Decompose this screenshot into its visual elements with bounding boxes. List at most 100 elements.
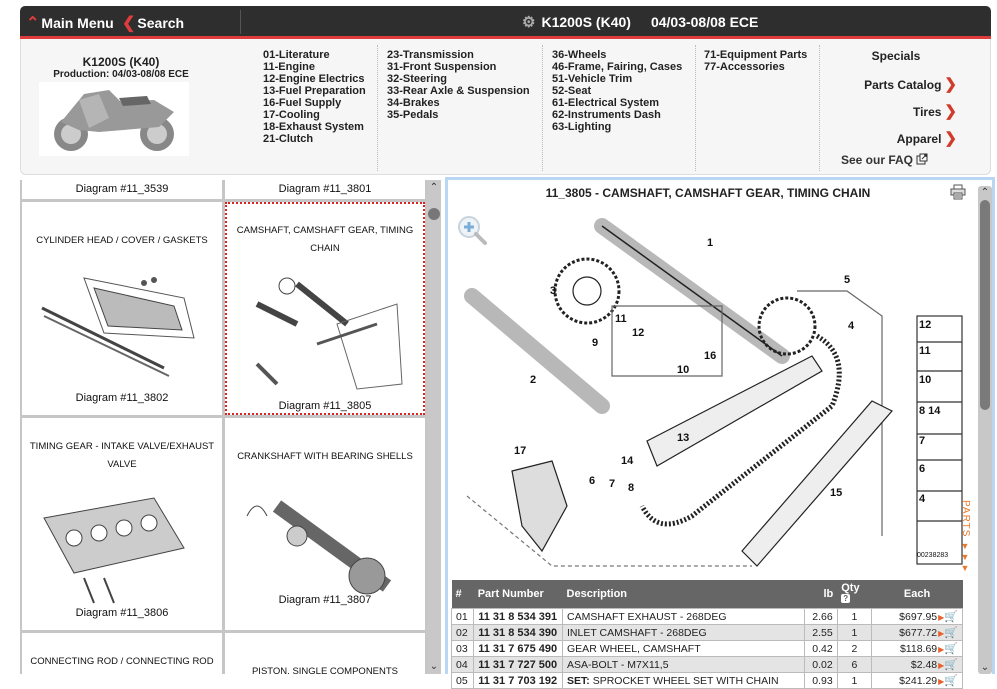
category-link[interactable]: 36-Wheels <box>552 49 607 61</box>
add-to-cart-icon[interactable]: ▶🛒 <box>938 659 958 671</box>
add-to-cart-icon[interactable]: ▶🛒 <box>938 643 958 655</box>
part-number: 11 31 8 534 390 <box>473 624 564 641</box>
category-link[interactable]: 35-Pedals <box>387 109 439 121</box>
description: INLET CAMSHAFT - 268DEG <box>562 624 806 641</box>
category-link[interactable]: 61-Electrical System <box>552 97 660 109</box>
scroll-down-icon[interactable]: ⌄ <box>980 662 990 673</box>
table-row[interactable]: 05 11 31 7 703 192 SET: SPROCKET WHEEL S… <box>450 672 963 689</box>
category-link[interactable]: 52-Seat <box>552 85 592 97</box>
table-row[interactable]: 01 11 31 8 534 391 CAMSHAFT EXHAUST - 26… <box>450 608 963 625</box>
table-row[interactable]: 02 11 31 8 534 390 INLET CAMSHAFT - 268D… <box>450 624 963 641</box>
diagram-card[interactable]: Diagram #11_3539 <box>22 180 222 199</box>
diagram-card[interactable]: Diagram #11_3801 <box>225 180 425 199</box>
callout-1: 1 <box>707 237 713 249</box>
scroll-up-icon[interactable]: ⌃ <box>429 182 439 193</box>
category-link[interactable]: 23-Transmission <box>387 49 474 61</box>
chevron-right-icon: ❯ <box>944 76 957 93</box>
weight: 0.42 <box>804 640 838 657</box>
scroll-down-icon[interactable]: ⌄ <box>429 661 439 672</box>
diagram-card-selected[interactable]: CAMSHAFT, CAMSHAFT GEAR, TIMING CHAIN Di… <box>225 202 425 415</box>
diagram-title: CRANKSHAFT WITH BEARING SHELLS <box>237 451 413 462</box>
bike-name: K1200S (K40) <box>82 55 160 69</box>
faq-link[interactable]: See our FAQ <box>841 153 928 167</box>
category-link[interactable]: 46-Frame, Fairing, Cases <box>552 61 683 73</box>
legend-num: 10 <box>919 374 931 386</box>
description: GEAR WHEEL, CAMSHAFT <box>562 640 806 657</box>
diagram-thumbnail <box>255 277 403 390</box>
model-production: 04/03-08/08 ECE <box>650 14 759 30</box>
price: $697.95▶🛒 <box>871 608 963 625</box>
diagram-id: 00238283 <box>917 552 948 559</box>
divider <box>695 45 696 171</box>
parts-tab[interactable]: PARTS ▼▼▼ <box>960 500 971 574</box>
tires-link[interactable]: Tires❯ <box>821 102 957 120</box>
divider <box>819 45 820 171</box>
specials-section: Specials Parts Catalog❯ Tires❯ Apparel❯ <box>821 49 957 147</box>
diagram-card[interactable]: CYLINDER HEAD / COVER / GASKETS Diagram … <box>22 202 222 415</box>
apparel-label: Apparel <box>896 132 942 146</box>
zoom-in-icon[interactable] <box>456 214 488 246</box>
category-link[interactable]: 21-Clutch <box>263 133 314 145</box>
category-link[interactable]: 31-Front Suspension <box>387 61 497 73</box>
category-link[interactable]: 77-Accessories <box>704 61 785 73</box>
table-row[interactable]: 04 11 31 7 727 500 ASA-BOLT - M7X11,5 0.… <box>450 656 963 673</box>
category-link[interactable]: 34-Brakes <box>387 97 440 109</box>
category-link[interactable]: 17-Cooling <box>263 109 320 121</box>
category-link[interactable]: 71-Equipment Parts <box>704 49 808 61</box>
legend-num: 8 14 <box>919 405 941 417</box>
apparel-link[interactable]: Apparel❯ <box>821 129 957 147</box>
diagram-title: CONNECTING ROD / CONNECTING ROD <box>30 656 214 667</box>
add-to-cart-icon[interactable]: ▶🛒 <box>938 627 958 639</box>
add-to-cart-icon[interactable]: ▶🛒 <box>938 611 958 623</box>
diagram-card[interactable]: TIMING GEAR - INTAKE VALVE/EXHAUST VALVE… <box>22 418 222 630</box>
category-link[interactable]: 16-Fuel Supply <box>263 97 342 109</box>
parts-catalog-link[interactable]: Parts Catalog❯ <box>821 75 957 93</box>
col-header-part-number: Part Number <box>473 580 563 609</box>
print-icon[interactable] <box>950 184 966 200</box>
scrollbar-thumb[interactable] <box>980 200 990 410</box>
category-link[interactable]: 13-Fuel Preparation <box>263 85 366 97</box>
category-link[interactable]: 51-Vehicle Trim <box>552 73 633 85</box>
parts-catalog-label: Parts Catalog <box>864 78 942 92</box>
category-link[interactable]: 33-Rear Axle & Suspension <box>387 85 530 97</box>
category-link[interactable]: 63-Lighting <box>552 121 612 133</box>
col-header-qty: Qty? <box>837 580 872 609</box>
part-number: 11 31 7 675 490 <box>473 640 564 657</box>
quantity: 1 <box>836 608 873 625</box>
search-button[interactable]: ❮ Search <box>122 13 184 33</box>
chevron-up-icon: ⌃ <box>26 15 40 32</box>
table-row[interactable]: 03 11 31 7 675 490 GEAR WHEEL, CAMSHAFT … <box>450 640 963 657</box>
price: $2.48▶🛒 <box>871 656 963 673</box>
weight: 0.93 <box>804 672 838 689</box>
scrollbar-thumb[interactable] <box>428 208 440 220</box>
part-number: 11 31 8 534 391 <box>473 608 564 625</box>
category-link[interactable]: 01-Literature <box>263 49 330 61</box>
category-column-2: 23-Transmission 31-Front Suspension 32-S… <box>387 49 530 121</box>
detail-scrollbar[interactable]: ⌃ ⌄ <box>978 186 992 674</box>
category-link[interactable]: 12-Engine Electrics <box>263 73 365 85</box>
category-link[interactable]: 18-Exhaust System <box>263 121 364 133</box>
quantity: 2 <box>836 640 873 657</box>
add-to-cart-icon[interactable]: ▶🛒 <box>938 675 958 687</box>
callout-5: 5 <box>844 274 850 286</box>
chevron-left-icon: ❮ <box>122 15 136 32</box>
category-link[interactable]: 32-Steering <box>387 73 447 85</box>
category-column-1: 01-Literature 11-Engine 12-Engine Electr… <box>263 49 366 145</box>
category-link[interactable]: 11-Engine <box>263 61 315 73</box>
divider <box>377 45 378 171</box>
table-header-row: # Part Number Description lb Qty? Each <box>451 580 963 609</box>
diagram-grid-scrollbar[interactable]: ⌃ ⌄ <box>427 180 441 674</box>
diagram-card[interactable]: CONNECTING ROD / CONNECTING ROD <box>22 633 222 674</box>
divider <box>240 10 241 34</box>
category-link[interactable]: 62-Instruments Dash <box>552 109 661 121</box>
parts-table: # Part Number Description lb Qty? Each 0… <box>450 580 963 689</box>
diagram-card[interactable]: CRANKSHAFT WITH BEARING SHELLS Diagram #… <box>225 418 425 630</box>
help-icon[interactable]: ? <box>841 594 851 603</box>
scroll-up-icon[interactable]: ⌃ <box>980 187 990 198</box>
diagram-title: CAMSHAFT, CAMSHAFT GEAR, TIMING CHAIN <box>236 225 414 254</box>
callout-3: 3 <box>550 285 556 297</box>
main-menu-button[interactable]: ⌃ Main Menu <box>26 13 114 33</box>
diagram-label: Diagram #11_3802 <box>75 392 169 404</box>
diagram-card[interactable]: PISTON, SINGLE COMPONENTS <box>225 633 425 674</box>
callout-10: 10 <box>677 364 689 376</box>
